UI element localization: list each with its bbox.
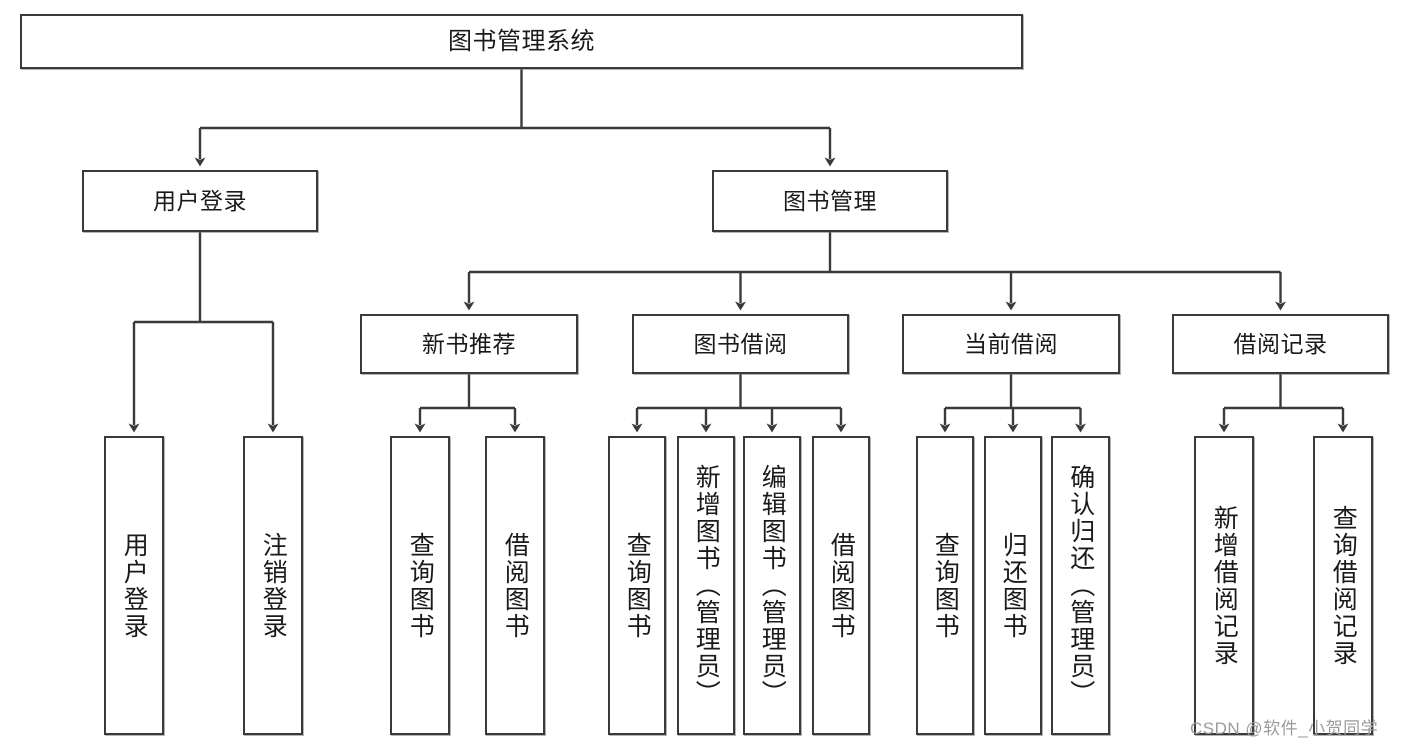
node-leaf-user-logout[interactable]: 注销登录 <box>243 436 303 735</box>
node-book-manage[interactable]: 图书管理 <box>712 170 948 232</box>
node-label: 新增借阅记录 <box>1210 504 1239 667</box>
node-label: 确认归还（管理员） <box>1066 464 1095 707</box>
node-borrow-record[interactable]: 借阅记录 <box>1172 314 1389 374</box>
node-label: 编辑图书（管理员） <box>758 464 787 707</box>
node-label: 新增图书（管理员） <box>692 464 721 707</box>
node-label: 查询借阅记录 <box>1329 504 1358 667</box>
node-book-borrow[interactable]: 图书借阅 <box>632 314 849 374</box>
node-label: 用户登录 <box>120 531 149 640</box>
node-leaf-add-borrow-record[interactable]: 新增借阅记录 <box>1194 436 1254 735</box>
node-label: 图书管理 <box>783 187 877 214</box>
node-label: 注销登录 <box>259 531 288 640</box>
node-leaf-query-borrow-record[interactable]: 查询借阅记录 <box>1313 436 1373 735</box>
node-label: 借阅记录 <box>1233 330 1328 357</box>
node-label: 查询图书 <box>931 531 960 640</box>
node-current-borrow[interactable]: 当前借阅 <box>902 314 1120 374</box>
node-leaf-return-book[interactable]: 归还图书 <box>984 436 1042 735</box>
node-leaf-user-login[interactable]: 用户登录 <box>104 436 164 735</box>
node-label: 借阅图书 <box>827 531 856 640</box>
node-label: 查询图书 <box>623 531 652 640</box>
node-leaf-confirm-return[interactable]: 确认归还（管理员） <box>1051 436 1110 735</box>
node-leaf-add-book[interactable]: 新增图书（管理员） <box>677 436 735 735</box>
node-leaf-borrow-book-1[interactable]: 借阅图书 <box>485 436 545 735</box>
node-label: 用户登录 <box>153 187 247 214</box>
node-label: 新书推荐 <box>422 330 516 357</box>
node-root[interactable]: 图书管理系统 <box>20 14 1023 69</box>
node-leaf-edit-book[interactable]: 编辑图书（管理员） <box>743 436 801 735</box>
node-label: 图书借阅 <box>693 330 788 357</box>
node-user-login[interactable]: 用户登录 <box>82 170 318 232</box>
node-label: 借阅图书 <box>501 531 530 640</box>
node-label: 查询图书 <box>406 531 435 640</box>
node-label: 归还图书 <box>999 531 1028 640</box>
node-leaf-borrow-book-2[interactable]: 借阅图书 <box>812 436 870 735</box>
node-label: 图书管理系统 <box>448 27 595 55</box>
node-leaf-query-book-3[interactable]: 查询图书 <box>916 436 974 735</box>
node-leaf-query-book-2[interactable]: 查询图书 <box>608 436 666 735</box>
node-new-book-recommend[interactable]: 新书推荐 <box>360 314 578 374</box>
watermark-text: CSDN @软件_小贺同学 <box>1190 719 1379 738</box>
node-leaf-query-book-1[interactable]: 查询图书 <box>390 436 450 735</box>
node-label: 当前借阅 <box>964 330 1058 357</box>
